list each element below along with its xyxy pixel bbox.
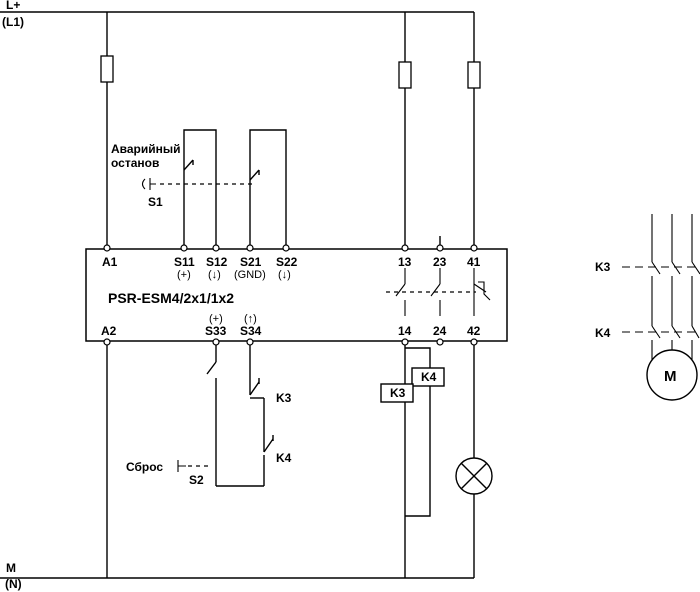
terminals-bottom: A2 (+) S33 (↑) S34 14 24 42	[101, 313, 481, 346]
terminal-a1	[103, 244, 111, 252]
coil-k4-label: K4	[421, 370, 437, 384]
internal-contacts	[386, 268, 491, 316]
terminal-s12-label: S12	[206, 255, 228, 269]
coil-k3-label: K3	[390, 386, 406, 400]
motor-icon	[646, 349, 698, 401]
terminal-s21-label: S21	[240, 255, 262, 269]
supply-bottom-sub: (N)	[5, 577, 22, 591]
terminal-a2	[103, 338, 111, 346]
terminals-top: A1 S11 (+) S12 (↓) S21 (GND) S22 (↓) 13 …	[102, 244, 481, 281]
reset-button-icon	[177, 460, 186, 472]
terminal-s21	[246, 244, 254, 252]
estop-id: S1	[148, 195, 163, 209]
a1-branch	[100, 12, 114, 246]
supply-top-sub: (L1)	[2, 15, 24, 29]
coil-k3	[380, 383, 414, 403]
terminal-42-label: 42	[467, 324, 481, 338]
fuse-41	[467, 61, 481, 89]
terminal-13	[401, 244, 409, 252]
terminal-s22-label: S22	[276, 255, 298, 269]
terminal-s11	[180, 244, 188, 252]
fuse-a1	[100, 55, 114, 83]
supply-top-label: L+	[6, 0, 20, 12]
terminal-14	[401, 338, 409, 346]
relay-module: PSR-ESM4/2x1/1x2 A1 S11 (+) S12 (↓) S21 …	[85, 244, 508, 346]
terminal-s12	[212, 244, 220, 252]
terminal-a1-label: A1	[102, 255, 118, 269]
terminal-24-label: 24	[433, 324, 447, 338]
reset-caption: Сброс	[126, 460, 163, 474]
terminal-s22	[282, 244, 290, 252]
output-branch-41	[467, 12, 481, 246]
estop-caption-line1: Аварийный	[111, 142, 181, 156]
terminal-14-label: 14	[398, 324, 412, 338]
supply-bottom-label: M	[6, 561, 16, 575]
terminal-13-label: 13	[398, 255, 412, 269]
terminal-23	[436, 244, 444, 252]
motor-contactor-k4-label: K4	[595, 326, 611, 340]
terminal-s34-sup: (↑)	[244, 313, 257, 325]
motor-symbol: M	[664, 368, 677, 385]
feedback-k4-label: K4	[276, 451, 292, 465]
terminal-s11-sub: (+)	[177, 269, 191, 281]
module-body	[85, 248, 508, 342]
output-load-circuit: K4 K3	[380, 345, 493, 578]
feedback-k3-label: K3	[276, 391, 292, 405]
reset-circuit: Сброс S2 K3 K4	[126, 345, 292, 487]
reset-id: S2	[189, 473, 204, 487]
terminal-s33-label: S33	[205, 324, 227, 338]
terminal-41	[470, 244, 478, 252]
terminal-s33	[212, 338, 220, 346]
supply-rail-bottom: M (N)	[0, 561, 474, 591]
terminal-s11-label: S11	[174, 255, 195, 269]
emergency-stop-circuit: Аварийный останов S1	[111, 129, 287, 246]
fuse-13	[398, 61, 412, 89]
terminal-s21-sub: (GND)	[234, 269, 266, 281]
motor-circuit: K3 K4 M	[595, 214, 700, 401]
terminal-s34	[246, 338, 254, 346]
terminal-s22-sub: (↓)	[278, 269, 291, 281]
motor-contactor-k3-label: K3	[595, 260, 611, 274]
output-branch-13	[398, 12, 412, 246]
terminal-24	[436, 338, 444, 346]
terminal-a2-label: A2	[101, 324, 117, 338]
terminal-s33-sup: (+)	[209, 313, 223, 325]
coil-k4	[411, 367, 445, 387]
module-model: PSR-ESM4/2x1/1x2	[108, 290, 234, 306]
terminal-s12-sub: (↓)	[208, 269, 221, 281]
mushroom-button-icon	[141, 178, 156, 190]
supply-rail-top: L+ (L1)	[0, 0, 474, 29]
terminal-41-label: 41	[467, 255, 481, 269]
terminal-s34-label: S34	[240, 324, 262, 338]
terminal-23-label: 23	[433, 255, 447, 269]
estop-caption-line2: останов	[111, 156, 159, 170]
terminal-42	[470, 338, 478, 346]
